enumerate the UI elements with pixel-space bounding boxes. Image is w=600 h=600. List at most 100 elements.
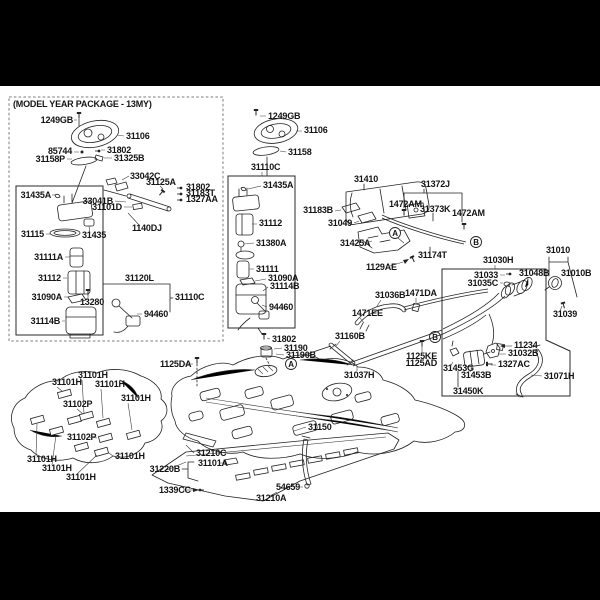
callout-31220b: 31220B [150, 464, 181, 474]
callout-31037h: 31037H [344, 370, 374, 380]
pump-module-leaders [243, 115, 302, 308]
callout-31114b: 31114B [31, 316, 61, 326]
callout-31035c: 31035C [468, 278, 499, 288]
pump-assembly-13my-drawing [54, 112, 183, 212]
callout-1327ac: 1327AC [498, 359, 531, 369]
callout-31174t: 31174T [418, 250, 448, 260]
callout-31115: 31115 [21, 229, 44, 239]
callout-31120l: 31120L [125, 273, 155, 283]
fuel-sender-13my-drawing [111, 298, 141, 333]
callout-13280: 13280 [80, 297, 104, 307]
callout-11234: 11234 [514, 340, 538, 350]
connector-marker-a: A [389, 227, 405, 244]
callout-33042c: 33042C [130, 171, 161, 181]
pump-internals-13my-drawing [49, 193, 97, 339]
callout-85744: 85744 [48, 146, 72, 156]
callout-31101h: 31101H [115, 451, 145, 461]
callout-31372j: 31372J [421, 179, 450, 189]
callout-31802: 31802 [272, 334, 296, 344]
letterbox-bottom [0, 512, 600, 600]
callout-31112: 31112 [38, 273, 61, 283]
callout-31110c: 31110C [251, 162, 281, 172]
connector-marker-a2: A [285, 358, 297, 370]
marker-b-label: B [432, 333, 438, 342]
callout-31036b: 31036B [375, 290, 406, 300]
tank-pad-drawing [11, 369, 168, 464]
callout-31048b: 31048B [519, 268, 550, 278]
canister-assembly-drawing [341, 181, 468, 267]
filler-neck-box [441, 268, 571, 397]
callout-31101d: 31101D [92, 202, 123, 212]
callout-31101h: 31101H [52, 377, 82, 387]
callout-31210c: 31210C [196, 448, 227, 458]
tank-callouts: 31802 31190 31190B 1125DA 31150 31210C 3… [150, 334, 332, 503]
callout-31114b: 31114B [270, 281, 300, 291]
fuel-tank-drawing [170, 327, 465, 486]
callout-31425a: 31425A [340, 238, 371, 248]
marker-a-label: A [288, 360, 294, 369]
callout-31101h: 31101H [121, 393, 151, 403]
callout-31090a: 31090A [268, 273, 299, 283]
callout-54659: 54659 [276, 482, 300, 492]
filler-leaders [449, 265, 563, 377]
callout-31125a: 31125A [146, 177, 177, 187]
callout-31190: 31190 [284, 343, 308, 353]
callout-31150: 31150 [308, 422, 332, 432]
callout-31802: 31802 [186, 182, 210, 192]
callout-1249gb: 1249GB [268, 111, 301, 121]
pump-internals-box-13my [15, 185, 104, 336]
callout-31032b: 31032B [508, 348, 539, 358]
callout-1125da: 1125DA [160, 359, 192, 369]
line-callouts: 31036B 1471DA 1471EE 31160B 31037H [335, 288, 438, 380]
callout-31435a: 31435A [263, 180, 294, 190]
callout-31210a: 31210A [256, 493, 287, 503]
callout-1129ae: 1129AE [366, 262, 397, 272]
callout-31101a: 31101A [198, 458, 229, 468]
callout-31101h: 31101H [27, 454, 57, 464]
model-box-leaders [46, 119, 164, 322]
callout-31325b: 31325B [114, 153, 145, 163]
callout-31090a: 31090A [32, 292, 63, 302]
callout-31071h: 31071H [544, 371, 574, 381]
line-leaders [335, 298, 417, 371]
callout-31049: 31049 [328, 218, 352, 228]
callout-31158p: 31158P [36, 154, 66, 164]
callout-31158: 31158 [288, 147, 312, 157]
callout-1472am: 1472AM [389, 199, 422, 209]
filler-callouts: 31030H 31033 31035C 31048B 31010 31010B … [406, 245, 593, 396]
callout-31102p: 31102P [67, 432, 97, 442]
callout-31111: 31111 [256, 264, 279, 274]
tank-leaders [184, 337, 307, 497]
callout-31101h: 31101H [95, 379, 125, 389]
bracket-31120l [102, 283, 174, 313]
pump-module-internals-drawing [232, 186, 270, 331]
callout-31101h: 31101H [78, 370, 108, 380]
skid-plate-drawing [151, 432, 400, 502]
callout-31033: 31033 [474, 270, 498, 280]
callout-31160b: 31160B [335, 331, 366, 341]
callout-1471ee: 1471EE [352, 308, 383, 318]
callout-31183t: 31183T [186, 188, 216, 198]
callout-31435: 31435 [82, 230, 106, 240]
callout-31010: 31010 [546, 245, 570, 255]
callout-31190b: 31190B [286, 350, 317, 360]
model-box-callouts: 1249GB 31106 85744 31802 31158P 31325B 3… [21, 115, 219, 326]
callout-31453b: 31453B [461, 370, 492, 380]
callout-31380a: 31380A [256, 238, 287, 248]
pump-module-callouts: 1249GB 31106 31158 31110C 31435A 31112 3… [251, 111, 328, 312]
callout-31101h: 31101H [42, 463, 72, 473]
pad-callouts: 31101H 31101H 31101H 31101H 31102P 31102… [27, 370, 151, 482]
callout-1140dj: 1140DJ [132, 223, 162, 233]
callout-31106: 31106 [304, 125, 328, 135]
callout-31410: 31410 [354, 174, 378, 184]
callout-1327aa: 1327AA [186, 194, 219, 204]
callout-31450k: 31450K [453, 386, 484, 396]
pump-module-box [227, 175, 296, 329]
callout-31106: 31106 [126, 131, 150, 141]
callout-1471da: 1471DA [405, 288, 438, 298]
canister-leaders [334, 209, 373, 244]
pad-leaders [35, 379, 133, 475]
letterbox-top [0, 0, 600, 86]
